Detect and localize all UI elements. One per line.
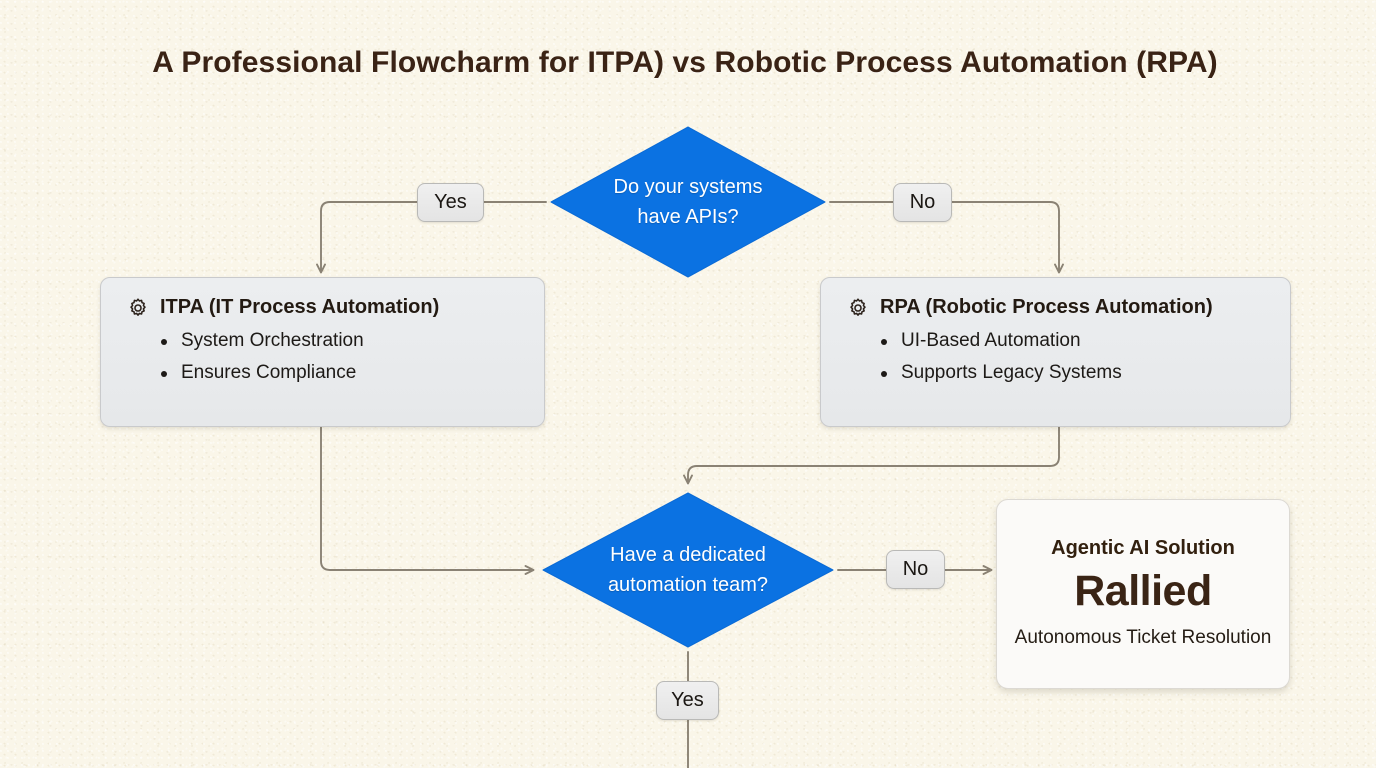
solution-kicker: Agentic AI Solution [1051,537,1235,559]
rpa-bullet-list: UI-Based Automation Supports Legacy Syst… [839,325,1272,389]
decision-api-label: Do your systems have APIs? [613,176,763,228]
decision-have-a-dedicated-automation-team[interactable]: Have a dedicated automation team? [538,488,838,652]
list-item: UI-Based Automation [881,325,1272,357]
edge-no-to-rpa [951,201,1064,274]
itpa-bullet-list: System Orchestration Ensures Compliance [119,325,526,389]
decision-team-label: Have a dedicated automation team? [607,544,769,596]
itpa-header: ITPA (IT Process Automation) [127,296,526,319]
node-rpa[interactable]: RPA (Robotic Process Automation) UI-Base… [820,277,1291,427]
edge-itpa-to-team [320,426,535,575]
edge-rpa-to-team [683,426,1060,485]
diamond-shape [550,126,826,278]
gear-icon [850,297,866,316]
list-item: Ensures Compliance [161,357,526,389]
gear-icon [130,297,146,316]
edge-label-team-yes[interactable]: Yes [656,681,719,720]
edge-label-api-yes[interactable]: Yes [417,183,484,222]
solution-brand: Rallied [1074,567,1212,615]
rpa-title: RPA (Robotic Process Automation) [880,296,1213,318]
node-agentic-ai-solution[interactable]: Agentic AI Solution Rallied Autonomous T… [996,499,1290,689]
node-itpa[interactable]: ITPA (IT Process Automation) System Orch… [100,277,545,427]
page-title: A Professional Flowcharm for ITPA) vs Ro… [152,46,1218,79]
list-item: System Orchestration [161,325,526,357]
decision-do-your-systems-have-apis[interactable]: Do your systems have APIs? [546,122,830,282]
edge-label-team-no[interactable]: No [886,550,945,589]
itpa-title: ITPA (IT Process Automation) [160,296,440,318]
edge-label-api-no[interactable]: No [893,183,952,222]
diamond-shape [542,492,834,648]
rpa-header: RPA (Robotic Process Automation) [847,296,1272,319]
solution-subtitle: Autonomous Ticket Resolution [1014,627,1272,648]
list-item: Supports Legacy Systems [881,357,1272,389]
